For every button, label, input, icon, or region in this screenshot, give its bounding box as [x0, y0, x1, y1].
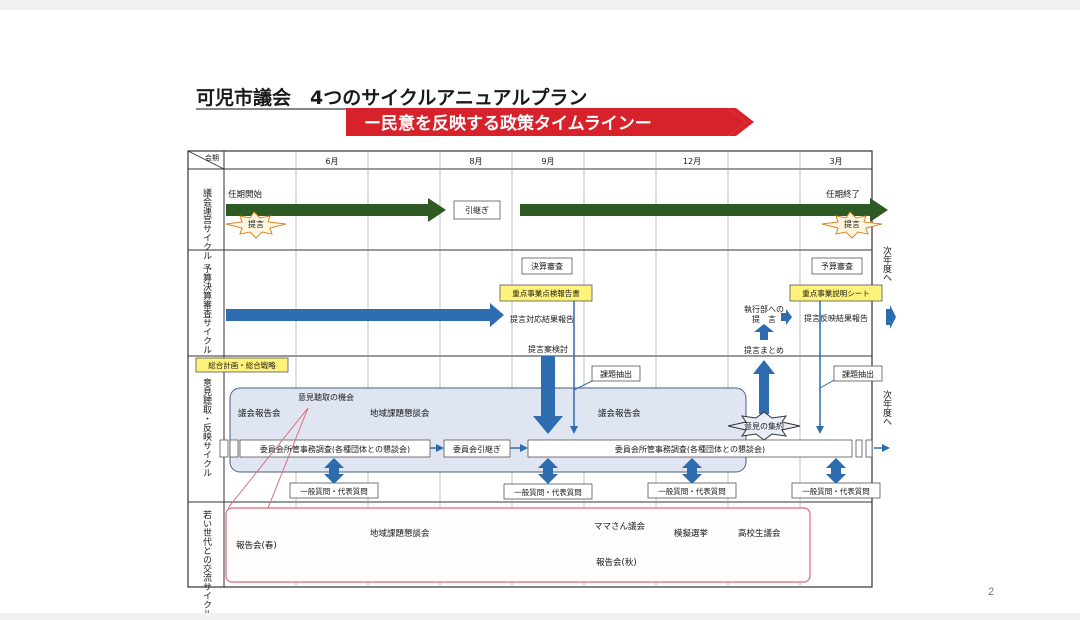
row-label-opinion-cycle: 意見聴取・反映サイクル	[201, 377, 212, 477]
council-report-label-2: 議会報告会	[598, 408, 641, 419]
general-question-box-4	[791, 482, 881, 499]
double-arrow-4	[826, 458, 846, 484]
youth-regional-meeting-label: 地域課題懇談会	[370, 528, 430, 539]
proposal-summary-label: 提言まとめ	[744, 345, 784, 355]
term-end-label: 任期終了	[826, 189, 860, 200]
exec-proposal-label-2: 提 言	[752, 314, 776, 324]
subtitle-banner	[346, 108, 746, 136]
double-arrow-1	[324, 458, 344, 484]
month-label: 3月	[829, 157, 842, 166]
double-arrow-3	[682, 458, 702, 484]
report-autumn-label: 報告会(秋)	[596, 557, 637, 568]
opinion-opportunity-label: 意見聴取の機会	[298, 392, 354, 402]
small-blue-arrow-a	[781, 309, 792, 325]
header-corner: 会期	[205, 153, 219, 162]
issue-extract-box-2	[833, 365, 883, 382]
regional-meeting-label: 地域課題懇談会	[370, 408, 430, 419]
month-label: 8月	[469, 157, 482, 166]
green-arrow-1	[226, 198, 446, 222]
slide: 可児市議会 4つのサイクルアニュアルプラン ー民意を反映する政策タイムラインー …	[0, 10, 1080, 618]
up-arrow-summary	[753, 360, 775, 414]
page-subtitle: ー民意を反映する政策タイムラインー	[364, 113, 652, 134]
proposal-reflect-report: 提言反映結果報告	[804, 313, 868, 323]
budget-review-label: 予算審査	[821, 261, 853, 271]
settlement-review-label: 決算審査	[531, 261, 563, 271]
proposal-label-right: 提言	[844, 219, 860, 229]
youth-panel	[225, 507, 811, 583]
double-arrow-2	[538, 458, 558, 484]
month-label: 9月	[541, 157, 554, 166]
timeline-diagram: 可児市議会 4つのサイクルアニュアルプラン ー民意を反映する政策タイムラインー …	[187, 86, 896, 618]
mama-council-label: ママさん議会	[594, 521, 646, 532]
month-label: 12月	[683, 157, 701, 166]
opinion-gathering-label: 意見の集約	[744, 421, 784, 431]
handover-box	[453, 200, 501, 220]
proposal-label-left: 提言	[248, 219, 264, 229]
proposal-result-report: 提言対応結果報告	[510, 314, 574, 324]
general-question-label-3: 一般質問・代表質問	[658, 486, 726, 496]
page-number: 2	[988, 586, 995, 598]
proposal-burst-right	[821, 211, 883, 239]
key-explain-label: 重点事業説明シート	[802, 288, 870, 298]
budget-review-box	[811, 257, 863, 275]
term-start-label: 任期開始	[228, 189, 263, 200]
mock-election-label: 模擬選挙	[674, 528, 709, 539]
key-report-box	[499, 284, 593, 302]
page-title: 可児市議会 4つのサイクルアニュアルプラン	[196, 86, 587, 109]
general-plan-box	[195, 357, 289, 373]
committee-research-label-2: 委員会所管事務調査(各種団体との懇談会)	[615, 444, 765, 454]
committee-research-box-2	[527, 439, 853, 458]
general-question-box-1	[289, 482, 379, 499]
council-report-label-1: 議会報告会	[238, 408, 281, 419]
handover-label: 引継ぎ	[465, 205, 489, 215]
general-question-box-2	[503, 483, 593, 500]
general-plan-label: 総合計画・総合戦略	[208, 360, 276, 370]
next-year-label-2: 次年度へ	[881, 389, 892, 426]
general-question-label-2: 一般質問・代表質問	[514, 487, 582, 497]
committee-research-label-1: 委員会所管事務調査(各種団体との懇談会)	[260, 444, 410, 454]
report-spring-label: 報告会(春)	[236, 540, 277, 551]
general-question-box-3	[647, 482, 737, 499]
proposal-review-label: 提言案検討	[528, 344, 568, 354]
key-report-label: 重点事業点検報告書	[512, 288, 580, 298]
settlement-review-box	[521, 257, 573, 275]
small-blue-arrow-b	[886, 305, 896, 329]
month-label: 6月	[325, 157, 338, 166]
row-label-youth-cycle: 若い世代との交流サイクル	[201, 509, 212, 613]
blue-arrow-budget	[226, 303, 504, 327]
green-arrow-2	[520, 198, 888, 222]
row-label-council-operation: 議会運営サイクル	[201, 187, 212, 260]
issue-extract-label-1: 課題抽出	[600, 369, 632, 379]
row-label-budget-review: 予算決算審査サイクル	[201, 264, 212, 354]
proposal-burst-left	[225, 211, 287, 239]
up-arrow-exec	[754, 324, 774, 340]
exec-proposal-label: 執行部への	[744, 304, 784, 314]
next-year-label-1: 次年度へ	[881, 245, 892, 282]
issue-extract-label-2: 課題抽出	[842, 369, 874, 379]
general-question-label-1: 一般質問・代表質問	[300, 486, 368, 496]
key-explain-box	[789, 284, 883, 302]
highschool-council-label: 高校生議会	[738, 528, 781, 539]
general-question-label-4: 一般質問・代表質問	[802, 486, 870, 496]
down-arrow-review	[533, 356, 563, 434]
committee-handover-label: 委員会引継ぎ	[453, 444, 501, 454]
issue-extract-box-1	[591, 365, 641, 382]
